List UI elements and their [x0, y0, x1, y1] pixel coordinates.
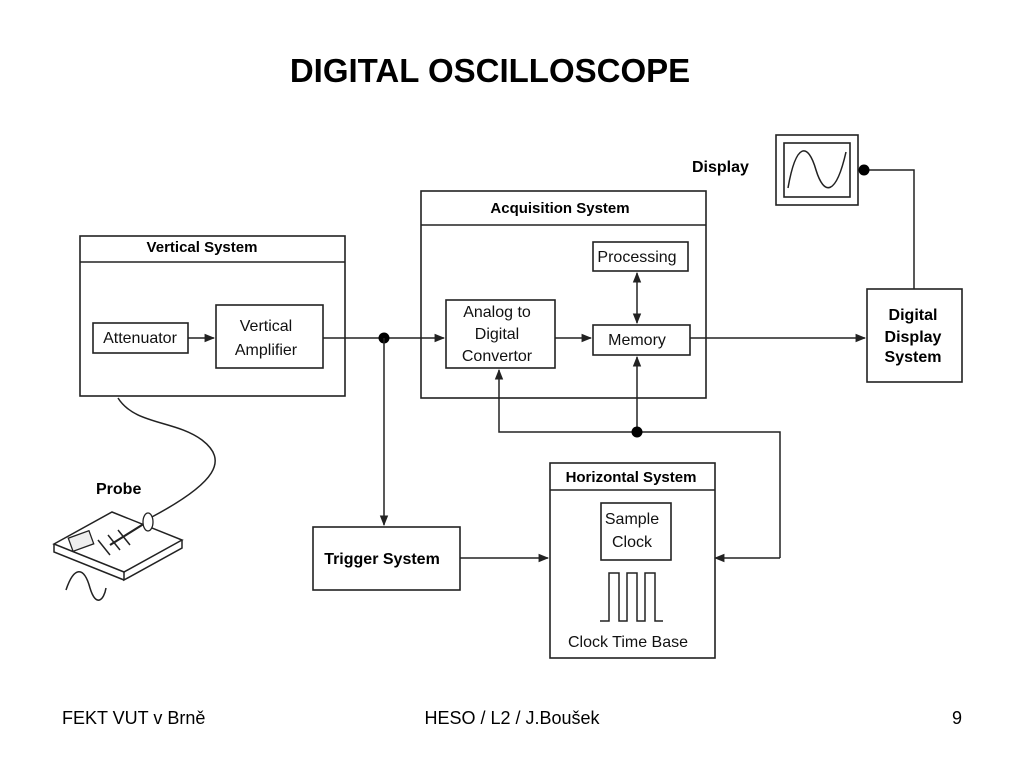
sample-clock-label-1: Sample: [605, 511, 659, 528]
vertical-amplifier-label-1: Vertical: [240, 318, 292, 335]
probe-icon: [52, 397, 216, 601]
horizontal-system-header: Horizontal System: [566, 469, 697, 486]
vertical-amplifier-label-2: Amplifier: [235, 342, 298, 359]
slide-title: DIGITAL OSCILLOSCOPE: [290, 52, 690, 89]
memory-label: Memory: [608, 332, 666, 349]
horizontal-system-block: Horizontal System Sample Clock Clock Tim…: [549, 462, 716, 659]
trigger-system-label: Trigger System: [324, 551, 440, 568]
digital-display-label-1: Digital: [889, 307, 938, 324]
adc-label-1: Analog to: [463, 304, 531, 321]
footer-center: HESO / L2 / J.Boušek: [424, 708, 600, 728]
digital-display-system-block: Digital Display System: [866, 288, 963, 383]
display-screen: [775, 134, 859, 206]
page-number: 9: [952, 708, 962, 728]
processing-label: Processing: [597, 249, 676, 266]
sample-clock-box: [600, 502, 672, 561]
sine-wave-icon: [787, 150, 847, 189]
digital-display-label-3: System: [885, 349, 942, 366]
clock-time-base-label: Clock Time Base: [568, 634, 688, 651]
probe-label: Probe: [96, 481, 141, 498]
acquisition-system-block: Acquisition System Processing Analog to …: [420, 190, 707, 399]
processing-box: [592, 241, 689, 272]
adc-box: [445, 299, 556, 369]
acquisition-system-header: Acquisition System: [490, 200, 629, 217]
trigger-system-block: Trigger System: [312, 526, 461, 591]
display-label: Display: [692, 159, 749, 176]
vertical-system-block: Vertical System Attenuator Vertical Ampl…: [79, 235, 346, 397]
footer-left: FEKT VUT v Brně: [62, 708, 205, 728]
clock-junction-dot: [631, 426, 643, 438]
attenuator-label: Attenuator: [103, 330, 178, 347]
sample-clock-label-2: Clock: [612, 534, 653, 551]
adc-label-2: Digital: [475, 326, 519, 343]
digital-display-label-2: Display: [885, 329, 942, 346]
display-junction-dot: [858, 164, 870, 176]
adc-label-3: Convertor: [462, 348, 533, 365]
signal-wires: [188, 164, 915, 563]
memory-box: [592, 324, 691, 356]
clock-pulse-icon: [600, 572, 663, 622]
vertical-system-header: Vertical System: [147, 239, 258, 256]
vertical-amplifier-box: [215, 304, 324, 369]
